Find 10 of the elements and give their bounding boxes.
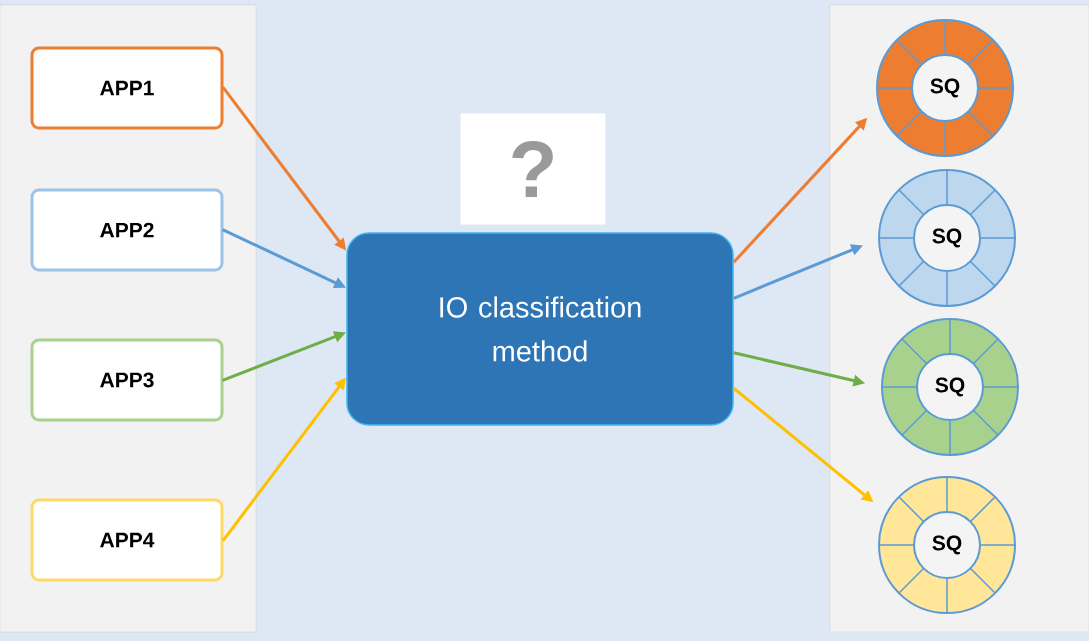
ring-chart: SQ — [876, 19, 1014, 157]
app-box: APP2 — [30, 188, 224, 272]
process-box: IO classification method — [346, 232, 734, 426]
ring-chart: SQ — [878, 169, 1016, 307]
app-box: APP3 — [30, 338, 224, 422]
ring-chart: SQ — [881, 318, 1019, 456]
question-box: ? — [460, 113, 606, 225]
ring-chart: SQ — [878, 476, 1016, 614]
app-box: APP1 — [30, 46, 224, 130]
app-box: APP4 — [30, 498, 224, 582]
